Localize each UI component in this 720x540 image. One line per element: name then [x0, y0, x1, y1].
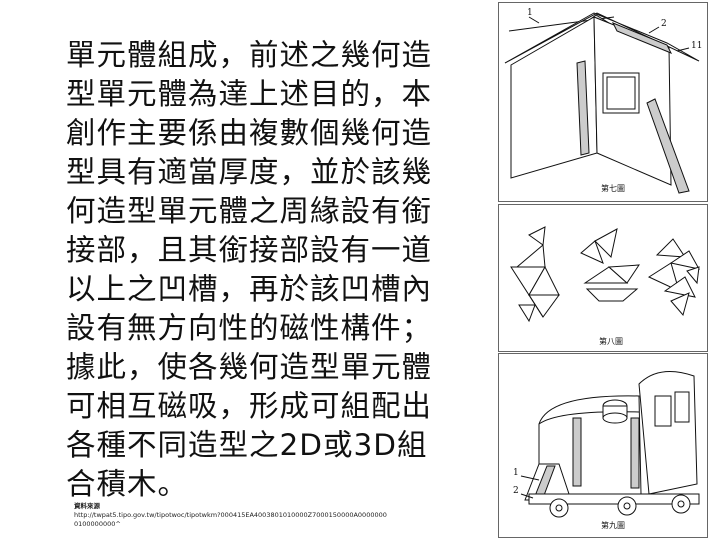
source-url-line2: 0100000000^: [74, 520, 121, 528]
text-line: 單元體組成，前述之幾何造: [66, 38, 433, 72]
figure-7: 1 2 11 第七圖: [498, 2, 708, 202]
figure-9: 1 2 第九圖: [498, 353, 708, 538]
house-drawing: [504, 12, 700, 194]
label-11: 11: [691, 41, 703, 51]
text-line: 各種不同造型之2D或3D組: [66, 428, 428, 462]
text-line: 以上之凹槽，再於該凹槽內: [66, 272, 433, 306]
label-1: 1: [513, 468, 519, 478]
train-drawing: [520, 371, 700, 518]
figure-8: 第八圖: [498, 204, 708, 352]
text-line: 接部，且其銜接部設有一道: [66, 233, 433, 267]
text-line: 型具有適當厚度，並於該幾: [66, 155, 433, 189]
text-line: 設有無方向性的磁性構件；: [66, 311, 433, 345]
figure-9-caption: 第九圖: [601, 521, 625, 530]
text-line: 何造型單元體之周緣設有銜: [66, 194, 433, 228]
label-1: 1: [527, 8, 533, 18]
figure-8-caption: 第八圖: [599, 337, 623, 346]
text-line: 創作主要係由複數個幾何造: [66, 116, 433, 150]
source-url-line1: http://twpat5.tipo.gov.tw/tipotwoc/tipot…: [74, 511, 387, 519]
label-2: 2: [513, 486, 519, 496]
figure-7-caption: 第七圖: [601, 184, 625, 193]
label-2: 2: [661, 19, 667, 29]
source-note: 資料來源 http://twpat5.tipo.gov.tw/tipotwoc/…: [74, 502, 394, 529]
tangram-drawing: [510, 226, 700, 323]
main-text: 單元體組成，前述之幾何造 型單元體為達上述目的，本 創作主要係由複數個幾何造 型…: [66, 36, 466, 504]
text-line: 可相互磁吸，形成可組配出: [66, 389, 433, 423]
text-line: 合積木。: [66, 467, 189, 501]
text-line: 據此，使各幾何造型單元體: [66, 350, 433, 384]
source-label: 資料來源: [74, 502, 100, 510]
text-line: 型單元體為達上述目的，本: [66, 77, 433, 111]
